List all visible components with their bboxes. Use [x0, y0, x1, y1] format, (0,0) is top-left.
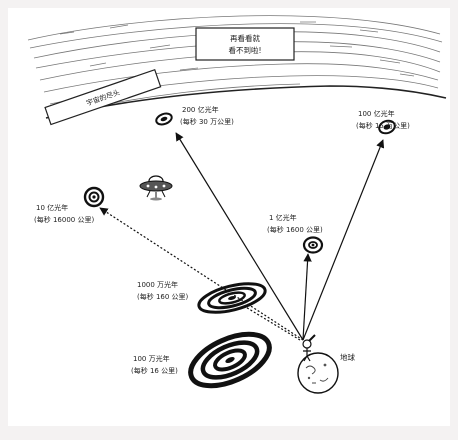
galaxy-200-yi — [155, 112, 173, 126]
arrow-to-1-yi — [302, 253, 312, 341]
galaxy-name: 1000 万光年 — [137, 280, 178, 289]
galaxy-speed: (每秒 15 万公里) — [356, 121, 410, 130]
galaxy-speed: (每秒 30 万公里) — [180, 117, 234, 126]
galaxy-1000-wan — [197, 282, 267, 314]
ufo-icon — [139, 175, 173, 201]
galaxy-100-wan — [188, 331, 272, 389]
galaxy-label-1-yi: 1 亿光年 (每秒 1600 公里) — [267, 213, 323, 234]
galaxy-100-yi — [378, 119, 396, 135]
galaxy-name: 1 亿光年 — [269, 213, 297, 222]
galaxy-name: 100 万光年 — [133, 354, 170, 363]
arrow-to-10-yi — [99, 207, 304, 341]
edge-label-box: 宇宙的尽头 — [44, 68, 162, 126]
galaxy-speed: (每秒 160 公里) — [137, 292, 189, 301]
galaxy-label-100-yi: 100 亿光年 (每秒 15 万公里) — [356, 109, 410, 130]
observer-icon — [302, 334, 316, 362]
galaxy-name: 200 亿光年 — [182, 105, 219, 114]
sign-line-2: 看不到啦! — [228, 45, 261, 55]
galaxy-10-yi — [83, 186, 105, 208]
dotted-to-1000-wan — [243, 305, 301, 341]
arrow-to-100-yi — [302, 139, 385, 341]
galaxy-name: 100 亿光年 — [358, 109, 395, 118]
galaxy-label-100-wan: 100 万光年 (每秒 16 公里) — [131, 354, 178, 375]
arrow-to-200-yi — [175, 132, 304, 341]
sign-box: 再看看就 看不到啦! — [195, 27, 295, 61]
earth-icon — [297, 352, 339, 394]
galaxy-1-yi — [302, 236, 324, 254]
galaxy-speed: (每秒 16 公里) — [131, 366, 178, 375]
galaxy-name: 10 亿光年 — [36, 203, 68, 212]
galaxy-speed: (每秒 16000 公里) — [34, 215, 94, 224]
galaxy-label-10-yi: 10 亿光年 (每秒 16000 公里) — [34, 203, 94, 224]
galaxy-label-1000-wan: 1000 万光年 (每秒 160 公里) — [137, 280, 189, 301]
universe-edge-line — [45, 85, 447, 119]
galaxy-label-200-yi: 200 亿光年 (每秒 30 万公里) — [180, 105, 234, 126]
sign-line-1: 再看看就 — [230, 33, 260, 43]
earth-label: 地球 — [340, 352, 355, 362]
arrows — [99, 132, 385, 341]
galaxy-speed: (每秒 1600 公里) — [267, 225, 323, 234]
